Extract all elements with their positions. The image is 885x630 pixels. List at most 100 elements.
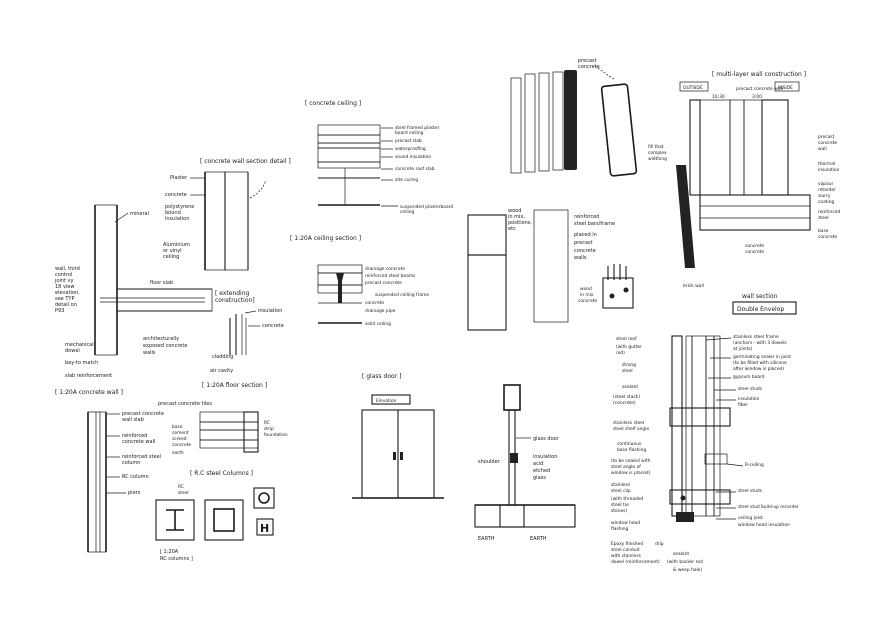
reinforced-bars-label: reinforced (574, 214, 599, 220)
earth-label: EARTH (478, 536, 495, 542)
title: [ multi-layer wall construction ] (712, 71, 806, 78)
aluminium-label: Aluminium (163, 242, 190, 248)
title: [ 1:20A ceiling section ] (290, 235, 361, 242)
left-label: (concrete) (613, 400, 636, 406)
rc-steel-label: RC (178, 484, 184, 490)
rc-steel-label: steel (178, 490, 189, 496)
wall-layer-label: wall slab (122, 417, 144, 423)
left-label: steel (622, 368, 633, 374)
left-label: dowel (reinforcement) (611, 559, 660, 565)
wall-layer-label: coating (818, 199, 835, 205)
right-label: at joints) (733, 346, 753, 352)
ceiling-layer-label: reinforced steel beams (365, 273, 416, 279)
right-label: steel studs (738, 488, 763, 494)
wood-mix-label: in mix, (508, 214, 525, 220)
foundation-label: strip (264, 426, 274, 432)
cladding-label: cladding (212, 354, 233, 360)
concrete-ceiling-section: [ concrete ceiling ] steel framed plaste… (305, 100, 453, 215)
title: construction] (215, 297, 255, 304)
layer-label: steel framed plaster (395, 125, 440, 131)
left-label: rod) (616, 350, 625, 356)
layer-label: concrete roof slab (395, 166, 435, 172)
left-label: continuous (617, 441, 642, 447)
left-label: (with gutter (616, 344, 642, 350)
brick-wall-label: brick wall (683, 283, 704, 289)
architectural-concrete-note: walls (143, 350, 156, 356)
wall-layer-label: wall (818, 146, 827, 152)
shoulder-label: shoulder (478, 459, 501, 465)
precast-concrete-elements: precast concrete (510, 58, 638, 177)
left-label: steel shelf angle (613, 426, 649, 432)
left-label: steel tie (611, 502, 629, 508)
mechanical-dowel-note: bay-to match (65, 360, 98, 366)
right-label: window head insulation (738, 522, 790, 528)
wood-steel-concrete-detail: wood in mix, positions, etc reinforced s… (467, 208, 634, 331)
concrete-label: concrete (165, 192, 187, 198)
wall-layer-label: concrete (818, 140, 837, 146)
dimension-label: 3:00 (752, 94, 762, 100)
wall-layer-label: concrete wall (122, 439, 155, 445)
layer-label: sound insulation (395, 154, 431, 160)
left-label: stones) (611, 508, 627, 514)
elevation-header: Elevation (376, 398, 397, 404)
outside-label: OUTSIDE (683, 85, 703, 91)
reinforced-bars-label: steel bars/frame (574, 221, 615, 227)
wood-concrete-label: in mix (580, 292, 594, 298)
wall-joint-note: detail on (55, 302, 77, 308)
bottom-label: drip (655, 541, 664, 547)
left-label: with stainless (611, 553, 642, 559)
inside-label: INSIDE (778, 85, 793, 91)
wall-layer-label: concrete (818, 234, 837, 240)
left-label: (steel stack) (613, 394, 640, 400)
caption: [ 1:20A (160, 549, 179, 555)
wood-mix-label: etc (508, 226, 516, 232)
section-label: etched (533, 468, 550, 474)
bottom-label: sealant (673, 551, 689, 557)
ceiling-layer-label: suspended ceiling frame (375, 292, 429, 298)
layer-label: suspended plasterboard (400, 204, 453, 210)
section-label: glass (533, 475, 546, 481)
layer-label: board ceiling (395, 130, 424, 136)
left-label: (with threaded (611, 496, 644, 502)
wall-joint-note: wall, third (55, 266, 80, 272)
earth-label: EARTH (530, 536, 547, 542)
left-label: stainless steel (613, 420, 644, 426)
precast-label: concrete (578, 64, 600, 70)
reinforced-bars-label: precast (574, 240, 593, 246)
mechanical-dowel-note: dowel (65, 348, 80, 354)
precast-label: precast (578, 58, 597, 64)
title: Double Envelop (737, 306, 784, 313)
wood-concrete-label: concrete (578, 298, 597, 304)
dimension-label: 10:30 (712, 94, 725, 100)
right-label: R-ceiling (745, 462, 764, 468)
left-label: sealant (622, 384, 638, 390)
air-cavity-label: air cavity (210, 368, 233, 374)
floor-layer-label: earth (172, 450, 184, 456)
wall-layer-label: retarder (818, 187, 836, 193)
right-label: (to be filled with silicone (733, 360, 787, 366)
concrete-wall-section-detail: [ concrete wall section detail ] Plaster… (54, 158, 291, 379)
left-label: strong (622, 362, 636, 368)
right-label: fiber (738, 402, 748, 408)
floor-section-detail: [ 1:20A floor section ] precast concrete… (158, 382, 288, 456)
left-label: steel clip (611, 488, 631, 494)
title: [ extending (215, 290, 250, 297)
mineral-label: mineral (130, 211, 149, 217)
wall-joint-note: control (55, 272, 72, 278)
foundation-label: foundation (264, 432, 288, 438)
floor-layer-label: cement (172, 430, 189, 436)
glass-door-elevation: [ glass door ] Elevation (352, 373, 444, 499)
insulation-label: insulation (258, 308, 282, 314)
wall-joint-note: see TYP (55, 296, 74, 302)
right-label: after window is placed) (733, 366, 784, 372)
wood-mix-label: positions, (508, 220, 532, 226)
wall-layer-label: piers (128, 490, 141, 496)
wood-concrete-label: wood (580, 286, 592, 292)
left-label: stainless (611, 482, 631, 488)
reinforced-bars-label: walls (574, 255, 587, 261)
wall-layer-label: slurry (818, 193, 831, 199)
wall-layer-label: insulation (818, 167, 840, 173)
reinforced-bars-label: concrete (574, 248, 596, 254)
polystyrene-label: insulation (165, 216, 189, 222)
wall-layer-label: RC column (122, 474, 149, 480)
